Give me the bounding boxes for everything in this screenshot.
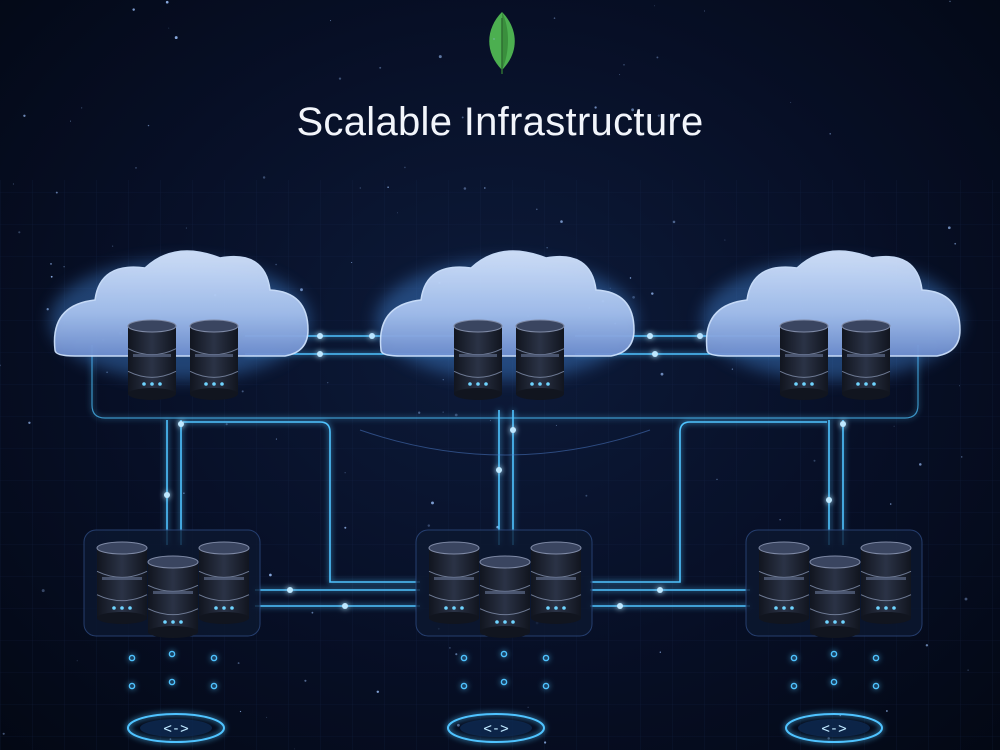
database-server-icon	[530, 541, 582, 624]
database-server-icon	[147, 555, 199, 638]
code-endpoint-right: <->	[785, 713, 883, 743]
cloud-node-left	[50, 250, 310, 400]
database-server-icon	[428, 541, 480, 624]
database-server-icon	[96, 541, 148, 624]
code-symbol: <->	[483, 721, 508, 737]
database-server-icon	[198, 541, 250, 624]
database-server-icon	[809, 555, 861, 638]
database-server-icon	[127, 319, 177, 400]
server-cluster-center	[415, 529, 593, 690]
junction-dots	[164, 333, 846, 609]
database-server-icon	[758, 541, 810, 624]
database-server-icon	[453, 319, 503, 400]
database-server-icon	[479, 555, 531, 638]
leaf-icon	[489, 12, 515, 74]
orbit-arc	[359, 429, 651, 456]
database-server-icon	[841, 319, 891, 400]
database-server-icon	[189, 319, 239, 400]
database-server-icon	[779, 319, 829, 400]
server-cluster-right	[745, 529, 923, 690]
database-server-icon	[515, 319, 565, 400]
database-server-icon	[860, 541, 912, 624]
code-symbol: <->	[163, 721, 188, 737]
cloud-node-center	[376, 250, 636, 400]
cloud-node-right	[702, 250, 962, 400]
server-cluster-left	[83, 529, 261, 690]
code-endpoint-center: <->	[447, 713, 545, 743]
code-symbol: <->	[821, 721, 846, 737]
page-title: Scalable Infrastructure	[296, 100, 704, 144]
code-endpoint-left: <->	[127, 713, 225, 743]
